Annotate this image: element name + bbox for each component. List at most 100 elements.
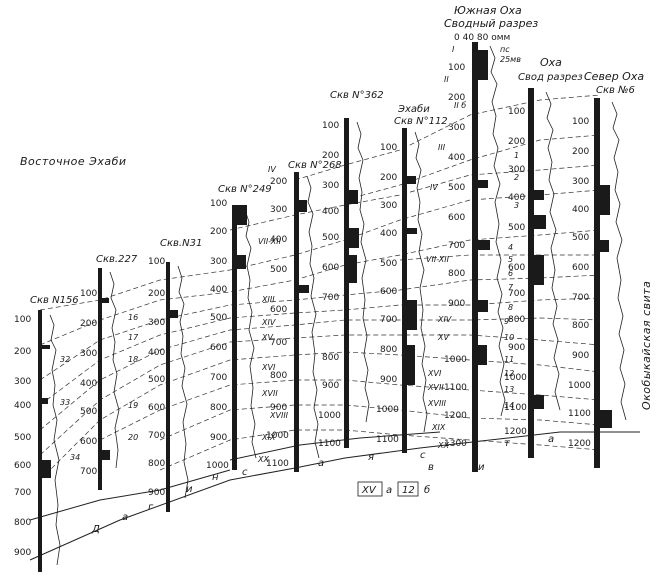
depth-tick-label: 900 [380,375,397,385]
depth-tick-label: 400 [508,193,525,203]
horizon-label: 11 [504,355,514,364]
legend-box1-text: XV [361,485,377,496]
horizon-label: VII-XII [258,237,282,246]
depth-tick-label: 500 [380,259,397,269]
okha-title: Оха [540,56,562,69]
depth-tick-label: 700 [270,338,287,348]
depth-tick-label: 1000 [568,381,591,391]
depth-tick-label: 600 [380,287,397,297]
depth-tick-label: 200 [270,177,287,187]
depth-tick-label: 900 [448,299,465,309]
depth-tick-label: 200 [148,289,165,299]
well-249-label: Скв N°249 [218,184,272,195]
horizon-label: 6 [508,269,513,278]
horizon-label: XIII [261,295,275,304]
depth-tick-label: 500 [572,233,589,243]
south-okha-composite: Южная Оха Сводный разрез 0 40 80 омм пс … [426,4,538,472]
depth-tick-label: 600 [14,461,31,471]
depth-tick-label: 300 [448,123,465,133]
zone-letter: а [318,458,324,469]
depth-tick-label: 700 [380,315,397,325]
horizon-label: II б [454,101,466,110]
horizon-label: XIX [431,423,446,432]
depth-tick-label: 900 [322,381,339,391]
legend-box-2 [397,481,419,497]
horizon-label: 32 [60,355,70,364]
zone-letter: я [368,452,374,463]
depth-tick-label: 700 [448,241,465,251]
depth-tick-label: 900 [270,403,287,413]
depth-tick-label: 100 [148,257,165,267]
depth-tick-label: 1000 [266,431,289,441]
horizon-label: 1 [514,151,519,160]
horizon-label: XIV [261,318,276,327]
depth-tick-label: 500 [148,375,165,385]
depth-tick-label: 1100 [504,403,527,413]
legend-letter-2: б [424,484,430,496]
well-227-depths: 100 200 300 400 500 600 700 [80,289,97,477]
depth-tick-label: 200 [380,173,397,183]
depth-tick-label: 500 [80,407,97,417]
horizon-label: XVII [261,389,278,398]
depth-tick-label: 1000 [318,411,341,421]
depth-tick-label: 200 [572,147,589,157]
composite-title-1: Южная Оха [454,4,522,17]
well-362-depths: 100 200 300 400 500 600 700 800 900 1000… [318,121,341,449]
horizon-label: VII-XII [426,255,450,264]
depth-tick-label: 1100 [376,435,399,445]
depth-tick-label: 700 [210,373,227,383]
depth-tick-label: 500 [270,265,287,275]
horizon-label: 10 [504,333,514,342]
depth-tick-label: 100 [80,289,97,299]
depth-tick-label: 600 [80,437,97,447]
zone-letter: н [212,472,219,483]
depth-tick-label: 1100 [318,439,341,449]
horizon-label: III [438,143,446,152]
depth-tick-label: 400 [80,379,97,389]
horizon-label: 12 [504,369,514,378]
depth-tick-label: 400 [14,401,31,411]
depth-tick-label: 1100 [444,383,467,393]
depth-tick-label: 100 [572,117,589,127]
depth-tick-label: 1200 [444,411,467,421]
zone-letter: в [428,462,434,473]
depth-tick-label: 300 [270,205,287,215]
depth-tick-label: 1200 [504,427,527,437]
legend: XV а 12 б [357,481,430,497]
depth-tick-label: 200 [448,93,465,103]
horizon-label: 8 [508,303,513,312]
depth-tick-label: 500 [322,233,339,243]
depth-tick-label: 900 [508,343,525,353]
depth-tick-label: 100 [210,199,227,209]
horizon-label: XVI [261,363,276,372]
well-112-depths: 100 200 300 400 500 600 700 800 900 1000… [376,143,399,445]
depth-tick-label: 200 [80,319,97,329]
well-156: Скв N156 100 200 300 400 500 600 700 800… [14,295,79,572]
well-227: Скв.227 100 200 300 400 500 600 700 16 1… [70,254,139,490]
depth-tick-label: 400 [322,207,339,217]
composite-scale: 0 40 80 омм [454,33,510,43]
horizon-label: 18 [128,355,138,364]
okha-subtitle: Свод разрез [518,72,583,83]
horizon-label: XIV [437,315,452,324]
ekhabi-label: Эхаби [397,103,430,115]
horizon-label: IV [268,165,276,174]
okha-depths: 100 200 300 400 500 600 700 800 900 1000… [504,107,527,437]
horizon-label: XVII [427,383,444,392]
depth-tick-label: 600 [508,263,525,273]
depth-tick-label: 200 [508,137,525,147]
depth-tick-label: 400 [210,285,227,295]
well-156-label: Скв N156 [30,295,79,306]
north-okha-well-6: Север Оха Скв №6 100 200 300 400 500 600… [568,70,644,468]
well-268-depths: 200 300 400 500 600 700 800 900 1000 110… [266,177,289,469]
horizon-label: 7 [508,283,514,292]
composite-depths: 100 200 300 400 500 600 700 800 900 1000… [444,63,467,449]
horizon-label: 17 [128,333,139,342]
legend-box2-text: 12 [402,485,415,496]
depth-tick-label: 1100 [568,409,591,419]
depth-tick-label: 300 [14,377,31,387]
well-268-label: Скв N°268 [288,160,342,171]
depth-tick-label: 700 [508,289,525,299]
depth-tick-label: 500 [210,313,227,323]
depth-tick-label: 600 [322,263,339,273]
